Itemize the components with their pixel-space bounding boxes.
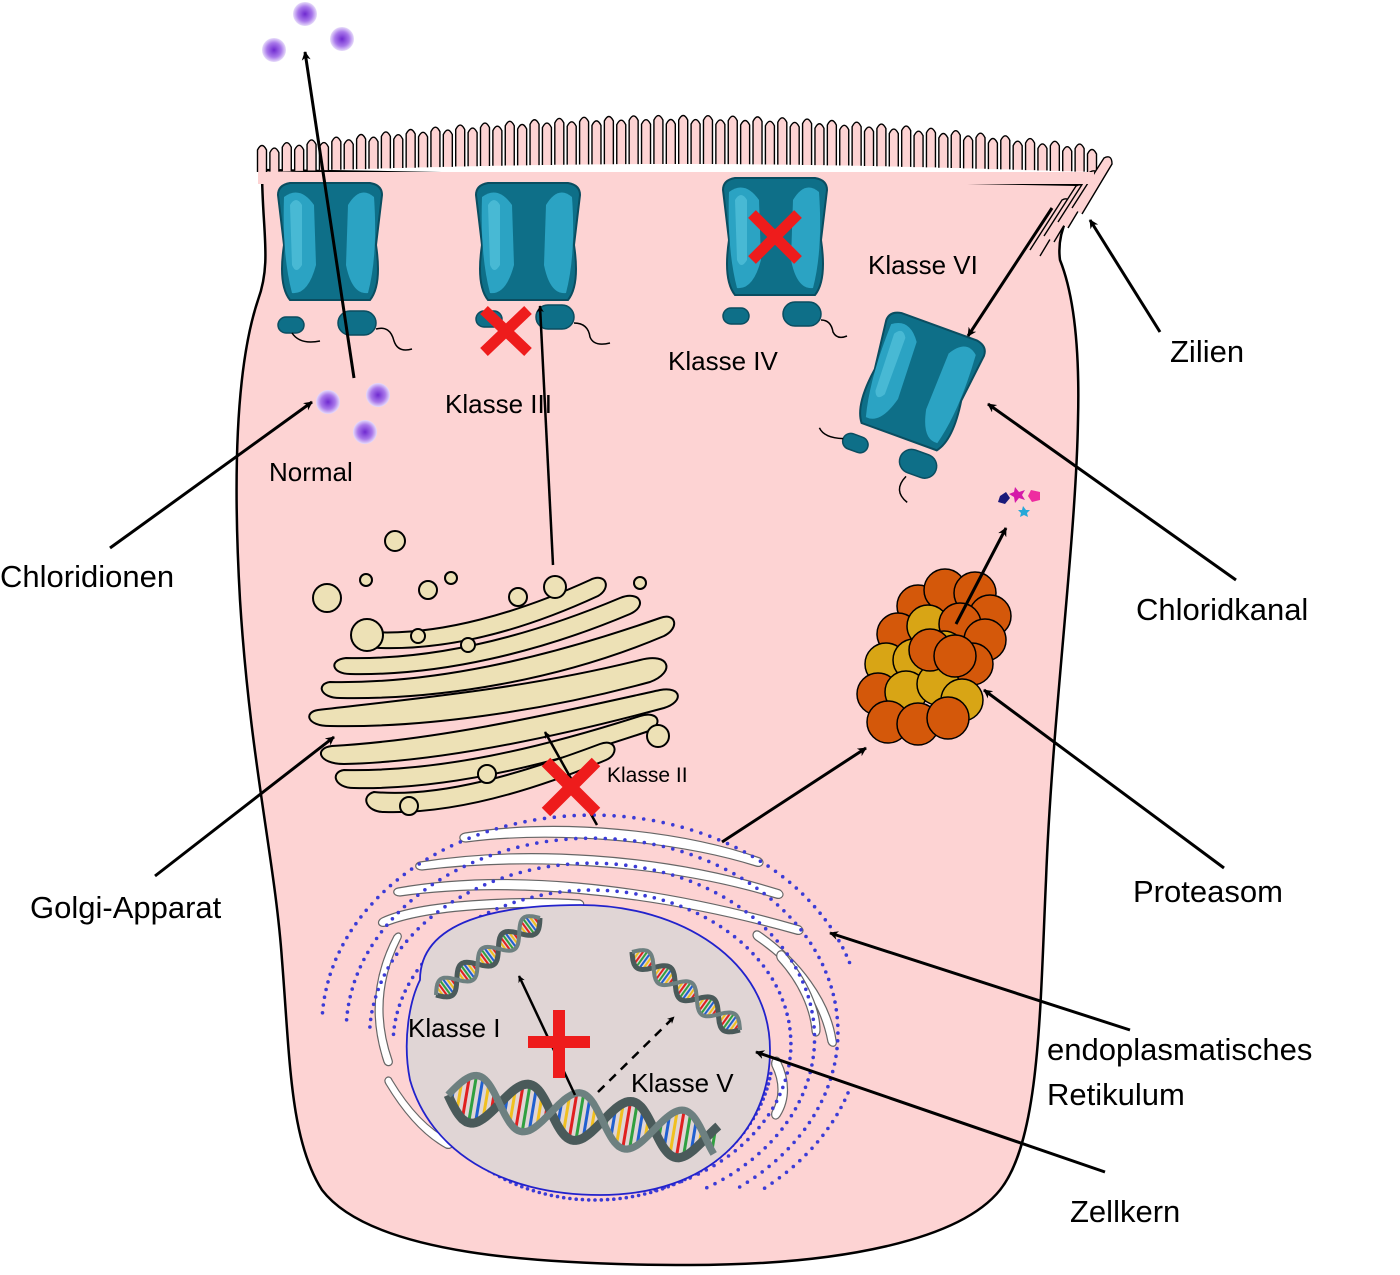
mrna-strand-left — [434, 914, 543, 1000]
degraded-peptides — [998, 487, 1040, 517]
pathway-arrows — [109, 51, 1237, 1174]
pointer-golgi — [154, 735, 335, 878]
label-class6: Klasse VI — [868, 250, 978, 280]
arrow-to-proteasome — [721, 746, 867, 844]
label-zellkern: Zellkern — [1070, 1194, 1180, 1229]
channel-class6 — [818, 307, 990, 503]
label-er-line2: Retikulum — [1047, 1077, 1185, 1112]
label-normal: Normal — [269, 457, 353, 487]
block-cross-class2 — [541, 757, 601, 817]
pointer-chloridkanal — [987, 402, 1237, 582]
chloride-ions-inside — [316, 383, 390, 444]
label-class3: Klasse III — [445, 389, 552, 419]
block-cross-class4 — [748, 210, 802, 264]
nucleus — [405, 904, 771, 1196]
dna-double-helix — [443, 1071, 722, 1163]
arrow-normal-export — [301, 51, 356, 379]
channel-class4 — [722, 177, 848, 339]
pointer-zellkern — [755, 1050, 1106, 1174]
label-golgi: Golgi-Apparat — [30, 890, 222, 925]
pointer-zilien — [1088, 219, 1162, 333]
arrow-proteasome-out — [954, 527, 1008, 625]
mrna-strand-right — [629, 948, 742, 1035]
arrow-class5-transcription — [597, 1016, 675, 1093]
pointer-er — [829, 931, 1131, 1032]
proteasome-subunits — [856, 568, 1012, 746]
channel-normal — [277, 182, 413, 351]
label-class5: Klasse V — [631, 1068, 734, 1098]
cilia — [256, 114, 1113, 257]
label-class2: Klasse II — [607, 764, 688, 787]
block-cross-class3 — [480, 306, 532, 356]
block-cross-class1 — [528, 1010, 590, 1078]
pointer-chloridionen — [109, 400, 313, 550]
label-proteasom: Proteasom — [1133, 874, 1283, 909]
label-zilien: Zilien — [1170, 334, 1244, 369]
label-class4: Klasse IV — [668, 346, 778, 376]
arrow-class1-transcription — [517, 975, 577, 1096]
label-chloridkanal: Chloridkanal — [1136, 592, 1308, 627]
channel-class3 — [475, 182, 611, 345]
label-er-line1: endoplasmatisches — [1047, 1032, 1312, 1067]
chloride-ions-outside — [262, 2, 354, 62]
arrow-class6-internalise — [966, 207, 1054, 337]
arrow-class3-transport — [536, 305, 555, 566]
pointer-proteasom — [983, 688, 1225, 870]
golgi-apparatus — [308, 530, 679, 816]
label-class1: Klasse I — [408, 1013, 501, 1043]
label-chloridionen: Chloridionen — [0, 559, 174, 594]
